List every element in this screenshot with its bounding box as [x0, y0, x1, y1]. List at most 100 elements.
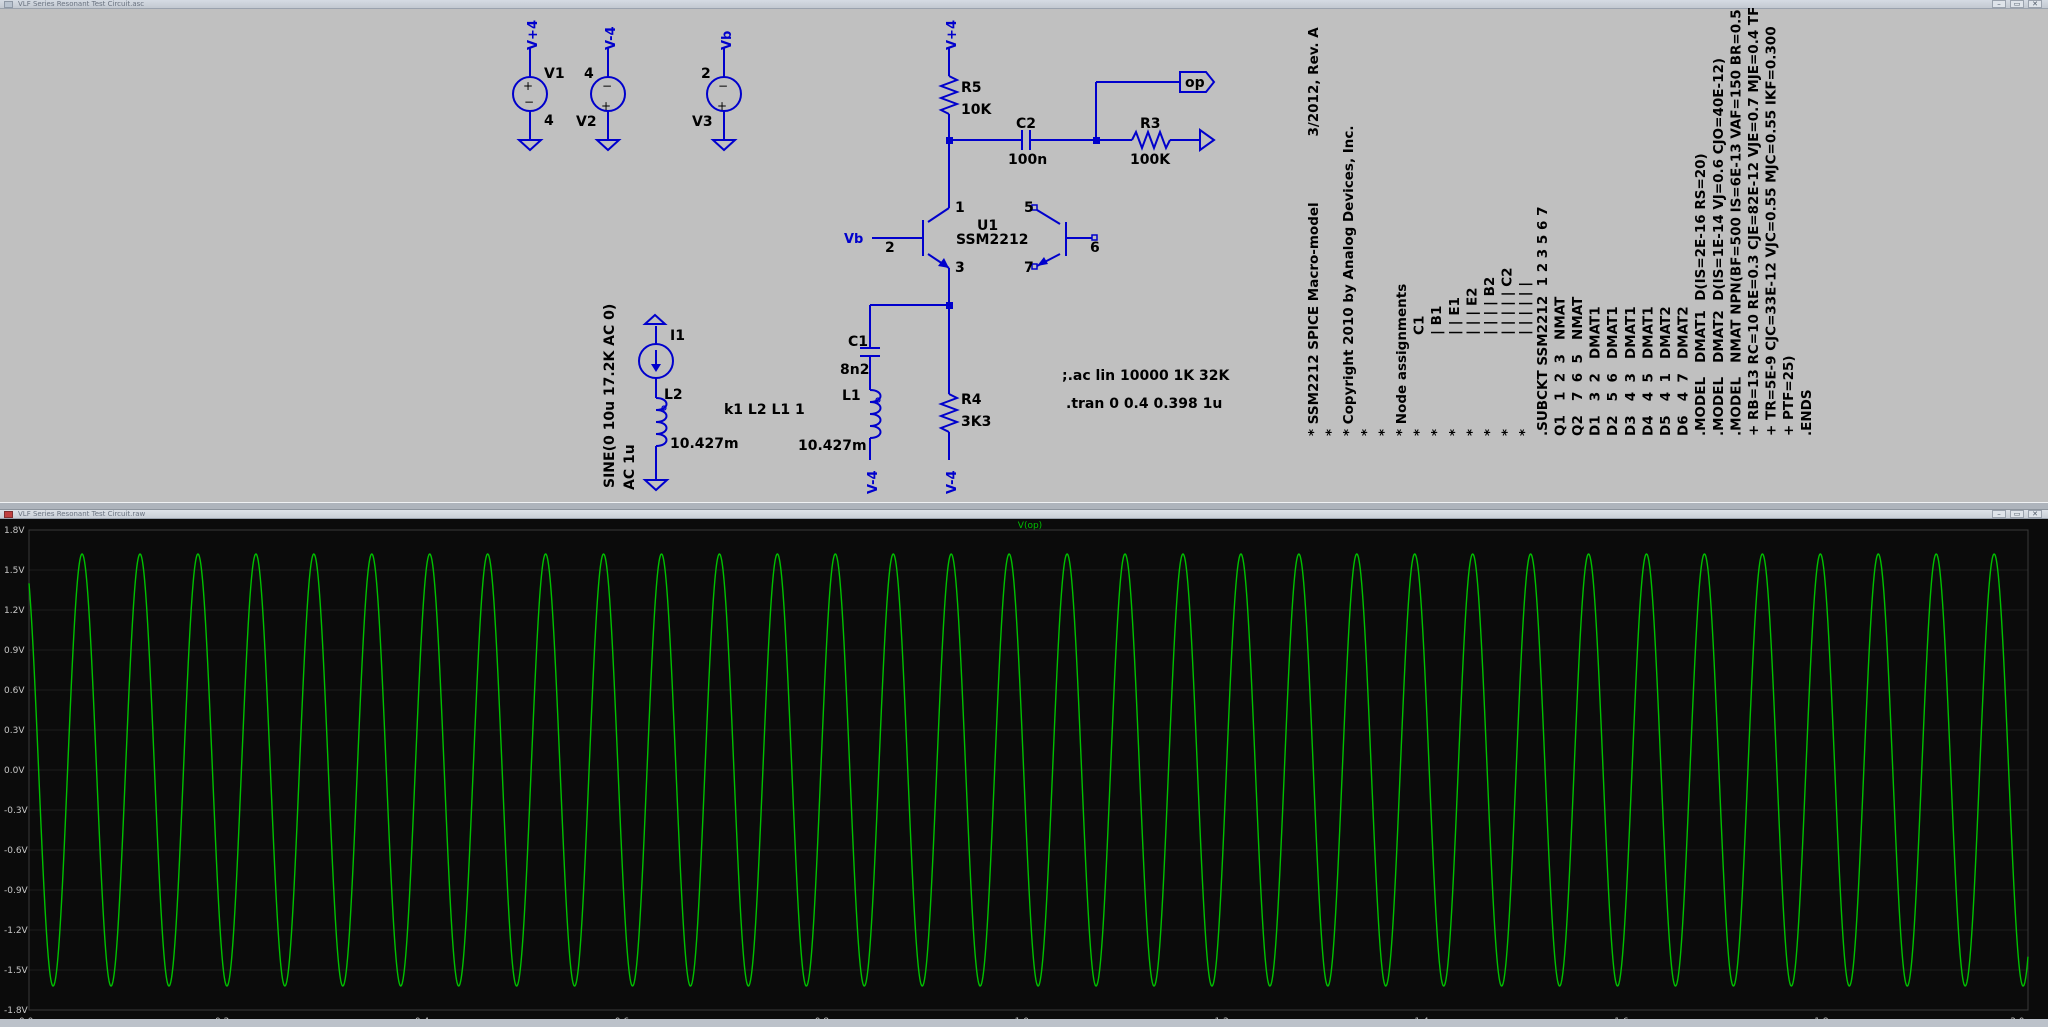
k1-coupling-directive[interactable]: k1 L2 L1 1 [724, 402, 805, 418]
schematic-close-button[interactable]: ✕ [2028, 0, 2042, 8]
r4-bottom-net-label: V-4 [945, 470, 960, 494]
v2-source[interactable]: − + V-4 4 V2 [576, 26, 626, 152]
spice-line: * [1359, 429, 1375, 436]
v3-name-label: V3 [692, 114, 713, 130]
y-tick-label: 0.6V [4, 686, 25, 696]
spice-line: * | | | E2 [1464, 287, 1480, 436]
schematic-canvas[interactable]: + − V+4 V1 4 − + V-4 4 V2 − + [0, 8, 2048, 502]
status-strip [0, 1019, 2048, 1027]
u1-q2-transistor[interactable]: 5 6 7 [1024, 200, 1100, 276]
u1-q1-transistor[interactable]: Vb 1 2 3 U1 SSM2212 [844, 140, 1028, 306]
y-tick-label: 1.8V [4, 526, 25, 536]
vop-trace[interactable] [28, 553, 2029, 987]
op-label-text: op [1185, 75, 1205, 91]
c2-value-label: 100n [1008, 152, 1047, 168]
v2-value-label: 4 [584, 66, 594, 82]
u1-name-label: U1 [977, 218, 998, 234]
c1-capacitor[interactable]: C1 8n2 [840, 305, 880, 390]
u1-pin5-label: 5 [1024, 200, 1034, 216]
spice-line: * | B1 [1429, 306, 1445, 436]
i1-name-label: I1 [670, 328, 685, 344]
y-tick-label: 1.2V [4, 606, 25, 616]
spice-line: * | | | | B2 [1482, 277, 1498, 436]
c2-capacitor[interactable]: C2 100n [949, 116, 1096, 168]
schematic-titlebar[interactable]: VLF Series Resonant Test Circuit.asc – ▭… [0, 0, 2048, 9]
v2-top-net-label: V-4 [604, 26, 619, 50]
r5-resistor[interactable]: V+4 R5 10K [938, 20, 992, 140]
spice-line: + PTF=25) [1781, 355, 1797, 436]
l1-value-label: 10.427m [798, 438, 867, 454]
r5-name-label: R5 [961, 80, 982, 96]
i1-current-source[interactable]: I1 SINE(0 10u 17.2K AC 0) AC 1u [602, 304, 685, 490]
y-tick-label: -0.9V [4, 886, 29, 896]
v3-source[interactable]: − + Vb 2 V3 [692, 31, 742, 152]
tran-directive[interactable]: .tran 0 0.4 0.398 1u [1066, 396, 1222, 412]
plot-icon [4, 511, 13, 518]
y-tick-label: -0.6V [4, 846, 29, 856]
r4-resistor[interactable]: V-4 R4 3K3 [938, 305, 991, 494]
spice-line: * [1376, 429, 1392, 436]
spice-line: Q1 1 2 3 NMAT [1552, 296, 1568, 436]
spice-line: .MODEL NMAT NPN(BF=500 IS=6E-13 VAF=150 … [1728, 8, 1744, 436]
spice-line: D2 5 6 DMAT1 [1605, 306, 1621, 436]
l1-name-label: L1 [842, 388, 861, 404]
plot-minimize-button[interactable]: – [1992, 510, 2006, 518]
plot-restore-button[interactable]: ▭ [2010, 510, 2024, 518]
spice-line: D4 4 5 DMAT1 [1640, 306, 1656, 436]
plot-titlebar[interactable]: VLF Series Resonant Test Circuit.raw – ▭… [0, 510, 2048, 519]
i1-value-line1: SINE(0 10u 17.2K AC 0) [602, 304, 618, 488]
spice-comment-block[interactable]: * SSM2212 SPICE Macro-model 3/2012, Rev.… [1306, 8, 1815, 436]
svg-text:−: − [602, 79, 612, 93]
plot-window[interactable]: VLF Series Resonant Test Circuit.raw – ▭… [0, 510, 2048, 1027]
y-tick-label: 0.0V [4, 766, 25, 776]
u1-pin2-label: 2 [885, 240, 895, 256]
spice-line: * [1324, 429, 1340, 436]
y-tick-label: -1.5V [4, 966, 29, 976]
y-axis-ticks: 1.8V1.5V1.2V0.9V0.6V0.3V0.0V-0.3V-0.6V-0… [4, 526, 29, 1016]
u1-pin6-label: 6 [1090, 240, 1100, 256]
schematic-icon [4, 1, 13, 8]
schematic-minimize-button[interactable]: – [1992, 0, 2006, 8]
ac-directive[interactable]: ;.ac lin 10000 1K 32K [1062, 368, 1231, 384]
l1-bottom-net-label: V-4 [866, 470, 881, 494]
spice-line: * Node assignments [1394, 284, 1410, 436]
v3-value-label: 2 [701, 66, 711, 82]
v2-name-label: V2 [576, 114, 597, 130]
spice-line: * C1 [1412, 316, 1428, 436]
plot-title: VLF Series Resonant Test Circuit.raw [18, 510, 146, 518]
u1-pin7-label: 7 [1024, 260, 1034, 276]
y-tick-label: 0.9V [4, 646, 25, 656]
spice-line: * Copyright 2010 by Analog Devices, Inc. [1341, 125, 1357, 436]
spice-line: Q2 7 6 5 NMAT [1570, 296, 1586, 436]
l2-inductor[interactable]: L2 10.427m [642, 387, 739, 492]
r3-value-label: 100K [1130, 152, 1171, 168]
r3-resistor[interactable]: R3 100K [1096, 116, 1216, 168]
l1-inductor[interactable]: V-4 L1 10.427m [798, 388, 882, 494]
schematic-restore-button[interactable]: ▭ [2010, 0, 2024, 8]
spice-line: D5 4 1 DMAT2 [1658, 306, 1674, 436]
spice-line: + RB=13 RC=10 RE=0.3 CJE=82E-12 VJE=0.7 … [1746, 8, 1762, 436]
v1-name-label: V1 [544, 66, 565, 82]
c1-value-label: 8n2 [840, 362, 869, 378]
u1-part-label: SSM2212 [956, 232, 1028, 248]
plot-frame [28, 529, 2029, 1011]
svg-text:−: − [524, 95, 534, 109]
r4-name-label: R4 [961, 392, 982, 408]
y-tick-label: 1.5V [4, 566, 25, 576]
trace-title-label[interactable]: V(op) [1018, 521, 1042, 531]
y-tick-label: 0.3V [4, 726, 25, 736]
i1-value-line2: AC 1u [622, 444, 638, 490]
spice-line: D6 4 7 DMAT2 [1676, 306, 1692, 436]
v1-source[interactable]: + − V+4 V1 4 [512, 20, 565, 152]
schematic-window[interactable]: VLF Series Resonant Test Circuit.asc – ▭… [0, 0, 2048, 502]
v1-top-net-label: V+4 [526, 20, 541, 50]
window-splitter[interactable] [0, 502, 2048, 510]
schematic-title: VLF Series Resonant Test Circuit.asc [18, 0, 145, 8]
v3-top-net-label: Vb [720, 31, 735, 50]
waveform-plot[interactable]: V(op) 1.8V1.5V1.2V0.9V0.6V0.3V0.0V-0.3V-… [0, 520, 2048, 1027]
spice-line: * | | E1 [1447, 297, 1463, 436]
op-net-label[interactable]: op [1095, 71, 1216, 140]
spice-line: * | | | | | C2 [1500, 267, 1516, 436]
plot-close-button[interactable]: ✕ [2028, 510, 2042, 518]
u1-base-net-label: Vb [844, 232, 863, 247]
